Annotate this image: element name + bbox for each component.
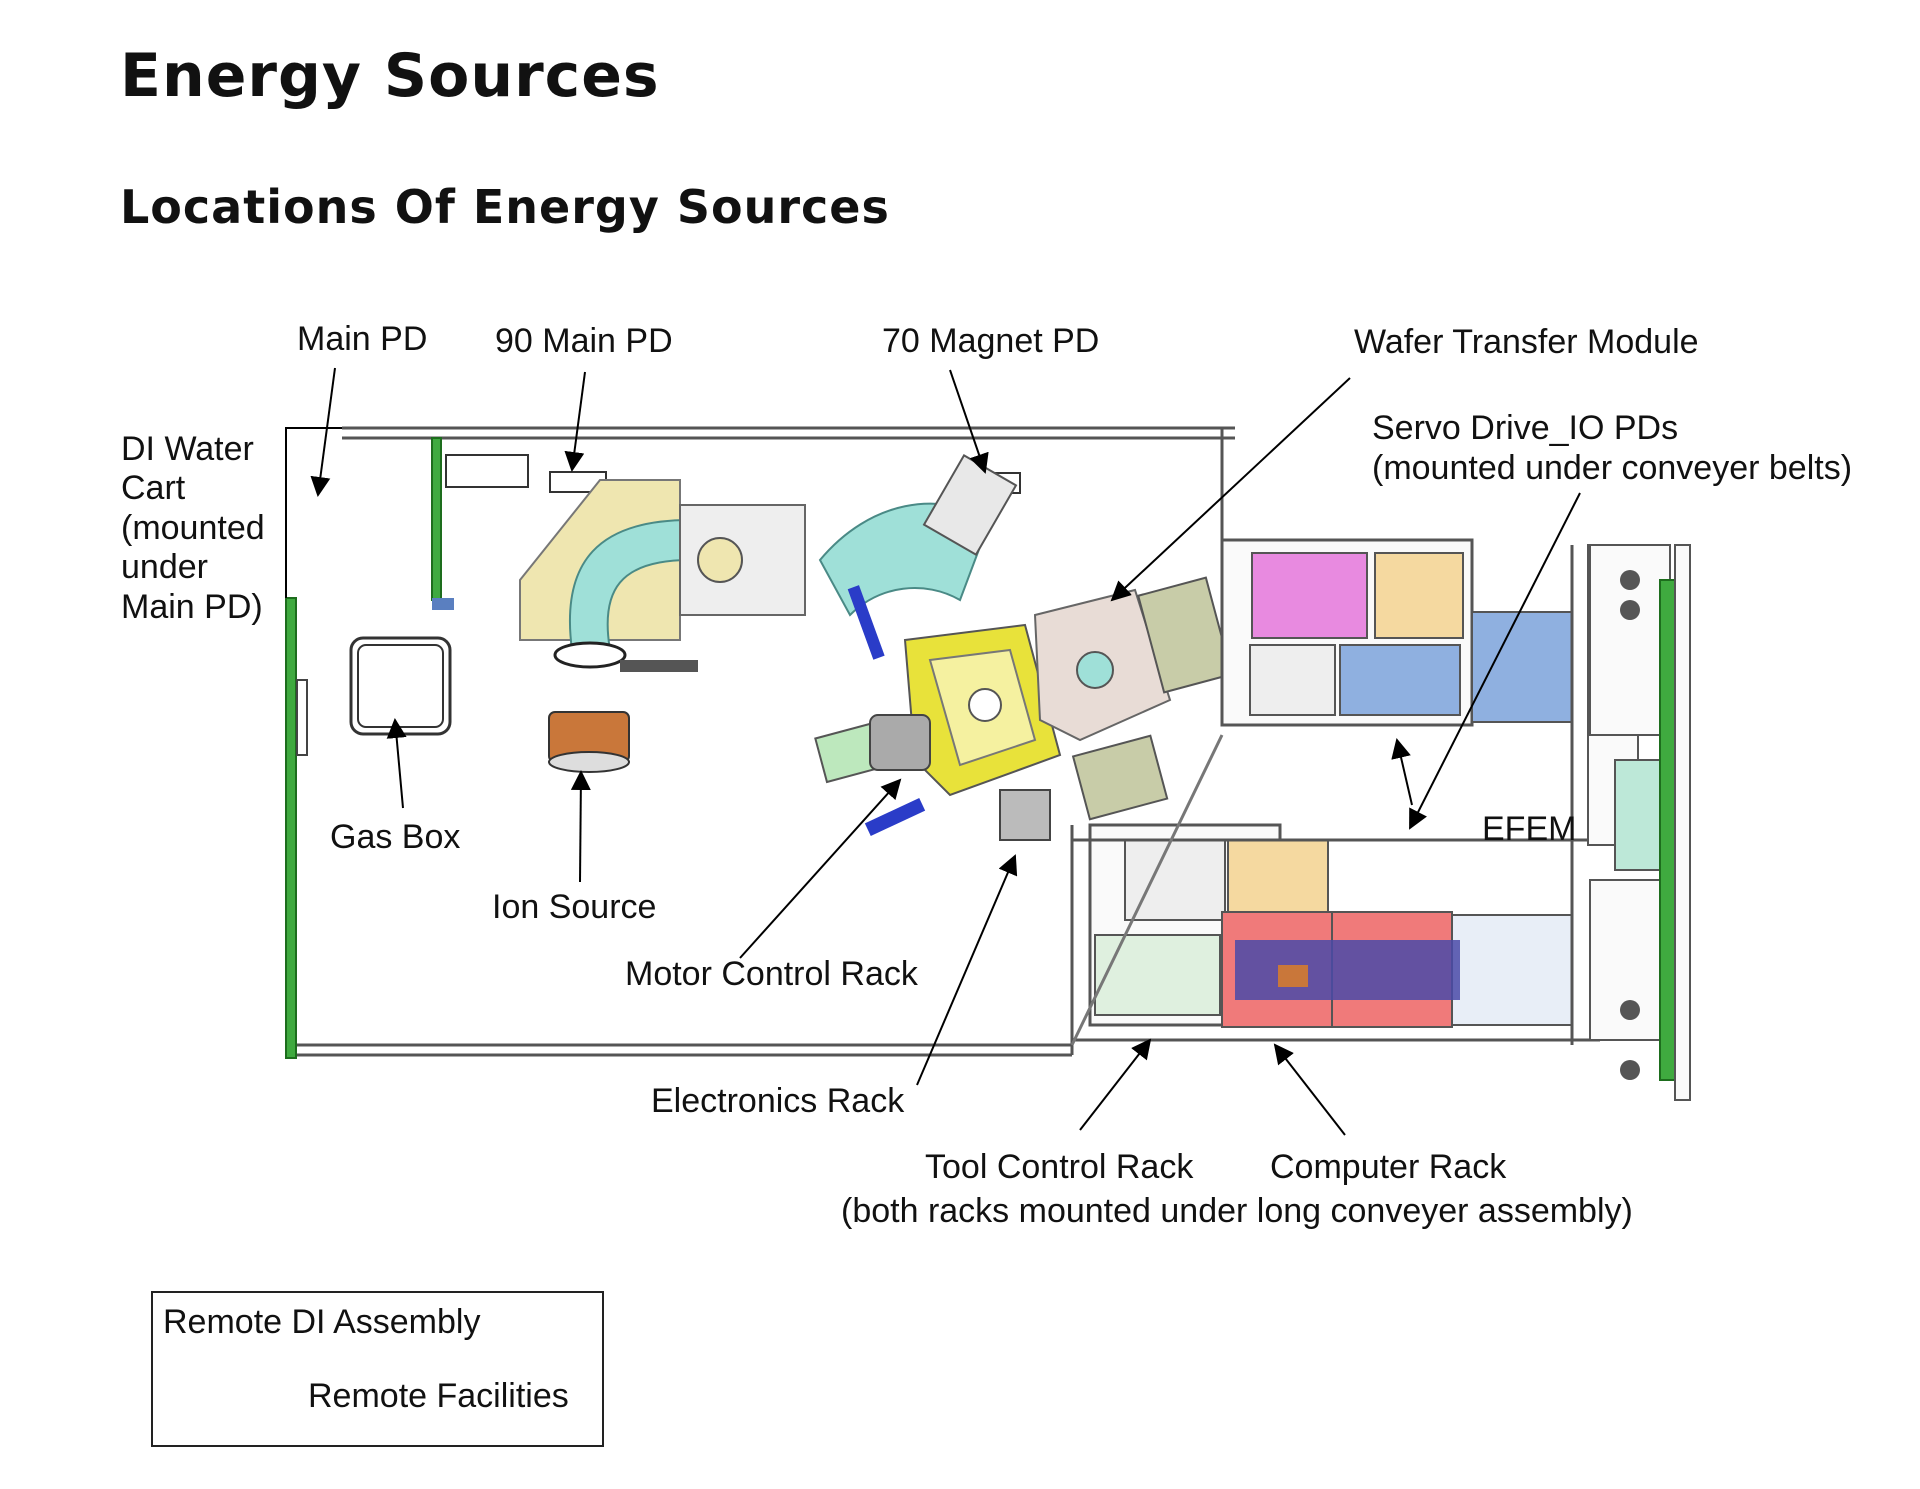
label-efem: EFEM (1482, 810, 1577, 848)
ion-source-top (553, 641, 627, 669)
label-motor-control-rack: Motor Control Rack (625, 955, 918, 993)
load-lock-2 (1071, 734, 1169, 821)
label-main-pd: Main PD (297, 320, 428, 358)
label-computer-rack: Computer Rack (1270, 1148, 1507, 1186)
label-70-magnet-pd: 70 Magnet PD (882, 322, 1100, 360)
page-title: Energy Sources (120, 41, 660, 111)
post-foot (432, 598, 454, 610)
left-green-wall (285, 597, 297, 1059)
gray-cylinder (869, 714, 931, 771)
side-latch (296, 679, 308, 756)
tool-frame (295, 426, 1235, 1057)
label-di-water-cart: DI Water Cart (mounted under Main PD) (121, 430, 265, 626)
electronics-housing (999, 789, 1051, 841)
wtm-center (1076, 651, 1114, 689)
label-ion-source: Ion Source (492, 888, 657, 926)
ion-source-base (548, 751, 630, 773)
load-lock-1 (1137, 576, 1233, 694)
label-servo-drive: Servo Drive_IO PDs (1372, 409, 1679, 447)
label-90-main-pd: 90 Main PD (495, 322, 673, 360)
lower-rack (1070, 734, 1600, 1055)
main-pd-bracket (445, 454, 529, 488)
leader-lines (285, 367, 1581, 1136)
label-servo-drive-note: (mounted under conveyer belts) (1372, 449, 1853, 487)
label-tool-control-rack: Tool Control Rack (925, 1148, 1194, 1186)
green-post (431, 437, 442, 601)
efem (1570, 544, 1691, 1101)
remote-facilities-label: Remote Facilities (308, 1377, 569, 1415)
ion-source-arm (620, 660, 698, 672)
remote-di-assembly-label: Remote DI Assembly (163, 1303, 481, 1341)
source-port (697, 537, 743, 583)
blue-bar-1 (847, 585, 885, 660)
gas-box (349, 636, 452, 736)
magnet-block (922, 453, 1018, 557)
blue-bar-2 (864, 797, 926, 837)
remote-facilities-box: Remote DI Assembly Remote Facilities (151, 1291, 604, 1447)
upper-rack (1220, 538, 1573, 727)
label-electronics-rack: Electronics Rack (651, 1082, 905, 1120)
label-gas-box: Gas Box (330, 818, 461, 856)
page-subtitle: Locations Of Energy Sources (120, 180, 890, 234)
label-wafer-transfer-module: Wafer Transfer Module (1354, 323, 1699, 361)
chamber-port (968, 688, 1002, 722)
label-racks-note: (both racks mounted under long conveyer … (841, 1192, 1633, 1230)
